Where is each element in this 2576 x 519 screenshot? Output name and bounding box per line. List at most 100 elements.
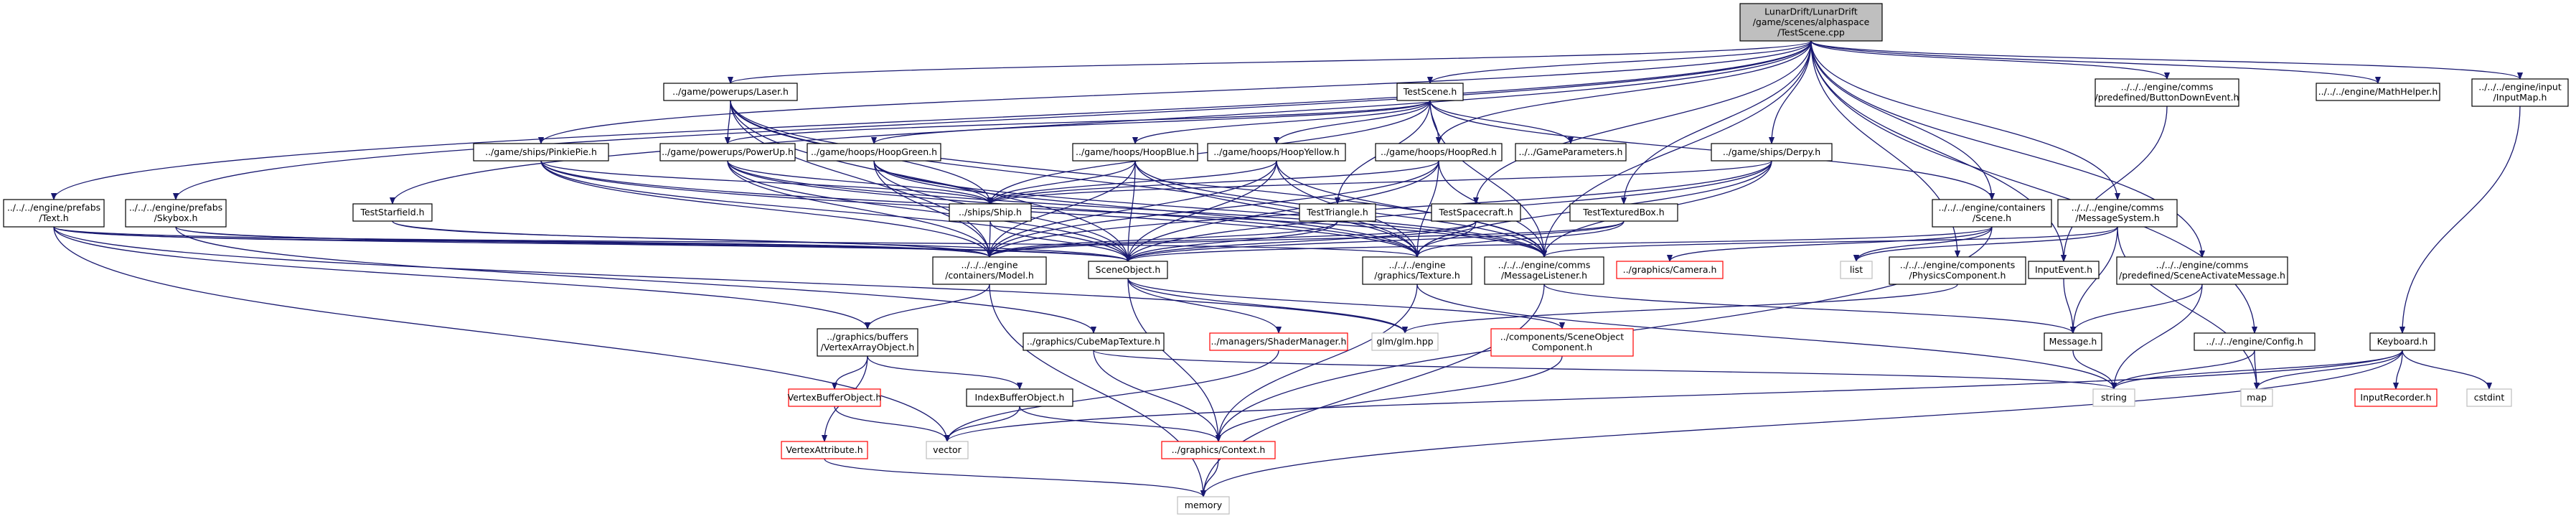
node-testspacecraft[interactable]: TestSpacecraft.h xyxy=(1431,203,1521,222)
node-hoopyellow[interactable]: ../game/hoops/HoopYellow.h xyxy=(1207,143,1346,162)
node-powerup-label-0: ../game/powerups/PowerUp.h xyxy=(662,146,794,157)
node-glm: glm/glm.hpp xyxy=(1371,332,1439,351)
node-hoopred-box xyxy=(1375,143,1503,162)
edge-inputmap-to-keyboard xyxy=(2402,106,2521,333)
node-derpy-label-0: ../game/ships/Derpy.h xyxy=(1723,146,1820,157)
node-sceneactivate[interactable]: ../../../engine/comms/predefined/SceneAc… xyxy=(2116,256,2288,285)
node-memory-box xyxy=(1177,496,1230,515)
node-map-box xyxy=(2240,388,2273,407)
edge-sceneactivate-to-string xyxy=(2114,284,2203,389)
node-msglistener[interactable]: ../../../engine/comms/MessageListener.h xyxy=(1484,256,1604,285)
node-config[interactable]: ../../../engine/Config.h xyxy=(2194,332,2316,351)
edge-testscene-to-gameparams xyxy=(1429,100,1571,144)
node-gameparams[interactable]: ../../GameParameters.h xyxy=(1515,143,1627,162)
edge-testtexturedbox-to-model xyxy=(989,220,1625,258)
node-containersscene[interactable]: ../../../engine/containers/Scene.h xyxy=(1932,199,2052,228)
node-memory-label-0: memory xyxy=(1185,500,1223,510)
node-btndown-box xyxy=(2095,78,2239,107)
node-cstdint: cstdint xyxy=(2466,388,2512,407)
node-ship[interactable]: ../ships/Ship.h xyxy=(949,203,1032,222)
node-pinkiepie[interactable]: ../game/ships/PinkiePie.h xyxy=(473,143,609,162)
node-hoopblue-label-0: ../game/hoops/HoopBlue.h xyxy=(1076,146,1195,157)
node-testtriangle[interactable]: TestTriangle.h xyxy=(1299,203,1376,222)
node-testscene[interactable]: TestScene.h xyxy=(1396,83,1464,101)
node-model[interactable]: ../../../engine/containers/Model.h xyxy=(932,256,1047,285)
node-inputmap[interactable]: ../../../engine/input/InputMap.h xyxy=(2471,78,2569,107)
node-hoopblue[interactable]: ../game/hoops/HoopBlue.h xyxy=(1072,143,1198,162)
node-containersscene-box xyxy=(1932,199,2052,228)
node-powerup[interactable]: ../game/powerups/PowerUp.h xyxy=(659,143,796,162)
node-keyboard[interactable]: Keyboard.h xyxy=(2369,332,2435,351)
edge-powerup-to-texture xyxy=(727,160,1417,257)
node-vbo-box xyxy=(788,388,881,407)
node-model-label-0: ../../../engine xyxy=(961,260,1017,271)
edge-root-to-mathhelper xyxy=(1810,40,2378,84)
node-sceneobject[interactable]: SceneObject.h xyxy=(1088,261,1168,279)
node-root[interactable]: LunarDrift/LunarDrift/game/scenes/alphas… xyxy=(1739,3,1883,42)
edge-sceneobjcomp-to-context xyxy=(1218,355,1563,441)
edge-testscene-to-powerup xyxy=(728,100,1431,144)
edge-laser-to-texture xyxy=(730,100,1417,257)
edge-testscene-to-msglistener xyxy=(1429,100,1544,257)
edge-containersscene-to-sceneobject xyxy=(1128,226,1993,262)
edge-msgsystem-to-message xyxy=(2073,226,2118,333)
node-hoopgreen-box xyxy=(807,143,941,162)
edge-sceneactivate-to-message xyxy=(2073,284,2203,334)
edge-powerup-to-msglistener xyxy=(727,160,1544,258)
node-testtexturedbox[interactable]: TestTexturedBox.h xyxy=(1569,203,1678,222)
node-laser[interactable]: ../game/powerups/Laser.h xyxy=(663,83,798,101)
node-mathhelper[interactable]: ../../../engine/MathHelper.h xyxy=(2316,83,2440,101)
node-msgsystem-label-1: /MessageSystem.h xyxy=(2075,212,2160,223)
edge-powerup-to-ship xyxy=(727,160,990,205)
node-vertexattr-box xyxy=(781,441,868,459)
node-physcomp-box xyxy=(1889,256,2026,285)
node-inputevent[interactable]: InputEvent.h xyxy=(2028,261,2100,279)
edge-root-to-testscene xyxy=(1430,40,1812,84)
node-texture[interactable]: ../../../engine/graphics/Texture.h xyxy=(1362,256,1472,285)
node-message-label-0: Message.h xyxy=(2049,336,2097,347)
node-text[interactable]: ../../../engine/prefabs/Text.h xyxy=(3,199,105,228)
node-ibo[interactable]: IndexBufferObject.h xyxy=(966,388,1073,407)
node-vbo: VertexBufferObject.h xyxy=(788,388,881,407)
edge-hoopred-to-model xyxy=(989,160,1439,257)
node-map-label-0: map xyxy=(2247,392,2267,403)
node-derpy[interactable]: ../game/ships/Derpy.h xyxy=(1711,143,1833,162)
edge-hoopblue-to-model xyxy=(989,160,1136,257)
edge-root-to-pinkiepie xyxy=(541,40,1812,144)
node-physcomp[interactable]: ../../../engine/components/PhysicsCompon… xyxy=(1889,256,2026,285)
edge-msgsystem-to-msglistener xyxy=(1544,226,2118,258)
node-sceneobjcomp-label-0: ../components/SceneObject xyxy=(1500,332,1625,342)
node-containersscene-label-1: /Scene.h xyxy=(1973,212,2011,223)
node-cubemap[interactable]: ../graphics/CubeMapTexture.h xyxy=(1023,332,1165,351)
node-teststarfield[interactable]: TestStarfield.h xyxy=(352,203,433,222)
node-context-label-0: ../graphics/Context.h xyxy=(1172,444,1266,455)
node-vector-box xyxy=(926,441,969,459)
node-hoopgreen[interactable]: ../game/hoops/HoopGreen.h xyxy=(807,143,941,162)
node-string-label-0: string xyxy=(2101,392,2127,403)
node-hoopred[interactable]: ../game/hoops/HoopRed.h xyxy=(1375,143,1503,162)
node-testscene-box xyxy=(1396,83,1464,101)
node-testtriangle-label-0: TestTriangle.h xyxy=(1306,207,1368,218)
edge-vbo-to-vector xyxy=(834,406,947,442)
node-root-box xyxy=(1739,3,1883,42)
node-msglistener-box xyxy=(1484,256,1604,285)
node-ibo-label-0: IndexBufferObject.h xyxy=(975,392,1065,403)
node-testtexturedbox-label-0: TestTexturedBox.h xyxy=(1582,207,1664,218)
edge-hoopblue-to-sceneobject xyxy=(1128,160,1136,261)
node-inputrecorder: InputRecorder.h xyxy=(2354,388,2438,407)
node-msgsystem[interactable]: ../../../engine/comms/MessageSystem.h xyxy=(2057,199,2178,228)
node-vao[interactable]: ../graphics/buffers/VertexArrayObject.h xyxy=(817,328,918,357)
node-cstdint-box xyxy=(2466,388,2512,407)
node-message[interactable]: Message.h xyxy=(2044,332,2102,351)
node-skybox[interactable]: ../../../engine/prefabs/Skybox.h xyxy=(125,199,227,228)
node-root-label-2: /TestScene.cpp xyxy=(1777,27,1845,37)
edge-hoopblue-to-ship xyxy=(990,160,1136,205)
edge-inputevent-to-message xyxy=(2063,278,2073,333)
node-map: map xyxy=(2240,388,2273,407)
node-camera-box xyxy=(1616,261,1724,279)
node-inputevent-label-0: InputEvent.h xyxy=(2035,264,2092,275)
node-btndown[interactable]: ../../../engine/comms/predefined/ButtonD… xyxy=(2095,78,2239,107)
edge-keyboard-to-string xyxy=(2114,350,2403,390)
edge-derpy-to-ship xyxy=(990,160,1772,205)
edge-skybox-to-cubemap xyxy=(175,226,1094,333)
